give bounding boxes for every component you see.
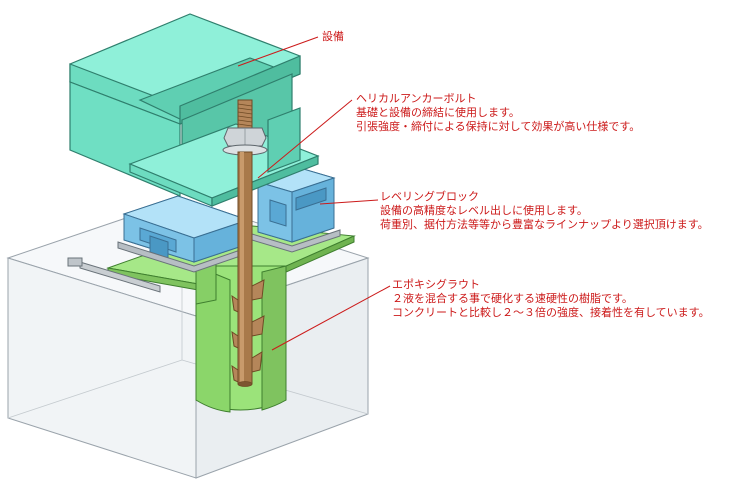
callout-leveling-line-1: 設備の高精度なレベル出しに使用します。	[380, 204, 588, 217]
callout-anchor: ヘリカルアンカーボルト 基礎と設備の締結に使用します。 引張強度・締付による保持…	[356, 92, 640, 134]
helical-anchor-bolt	[222, 99, 268, 387]
callout-anchor-title: ヘリカルアンカーボルト	[356, 92, 477, 105]
leader-leveling	[319, 199, 379, 205]
callout-leveling-title: レベリングブロック	[380, 190, 479, 203]
callout-epoxy-line-2: コンクリートと比較し２～３倍の強度、接着性を有しています。	[392, 306, 710, 319]
callout-epoxy-title: エポキシグラウト	[392, 278, 480, 291]
leader-epoxy	[271, 285, 391, 351]
callout-leveling-line-2: 荷重別、据付方法等等から豊富なラインナップより選択頂けます。	[380, 218, 709, 231]
callout-anchor-line-1: 基礎と設備の締結に使用します。	[356, 106, 520, 119]
callout-equipment-title: 設備	[322, 30, 344, 43]
callout-epoxy: エポキシグラウト ２液を混合する事で硬化する速硬性の樹脂です。 コンクリートと比…	[392, 278, 710, 320]
leader-equipment	[237, 36, 319, 67]
equipment-body	[69, 13, 320, 207]
callout-equipment: 設備	[322, 30, 344, 44]
callout-leveling: レベリングブロック 設備の高精度なレベル出しに使用します。 荷重別、据付方法等等…	[380, 190, 709, 232]
callout-epoxy-line-1: ２液を混合する事で硬化する速硬性の樹脂です。	[392, 292, 633, 305]
helical-fins	[231, 279, 265, 383]
leveling-block-right	[251, 167, 341, 253]
leader-anchor	[257, 99, 353, 179]
base-plate	[67, 257, 161, 293]
leader-lines	[237, 36, 391, 351]
callout-anchor-line-2: 引張強度・締付による保持に対して効果が高い仕様です。	[356, 120, 641, 133]
